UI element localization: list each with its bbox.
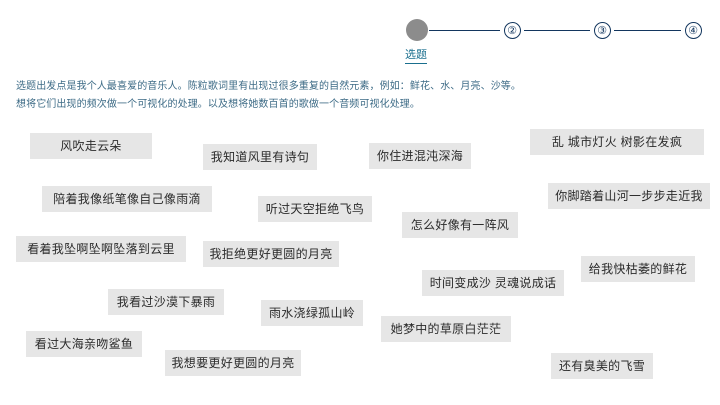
stepper-step-4[interactable]: ④: [681, 18, 705, 42]
lyric-chip[interactable]: 怎么好像有一阵风: [402, 212, 518, 238]
stepper-marker-2: ②: [503, 21, 521, 39]
lyric-chip[interactable]: 我看过沙漠下暴雨: [108, 289, 224, 315]
stepper-marker-3: ③: [593, 21, 611, 39]
lyric-chip[interactable]: 风吹走云朵: [30, 133, 152, 159]
stepper-connector-1: [427, 30, 500, 31]
lyric-chip[interactable]: 时间变成沙 灵魂说成话: [422, 270, 564, 296]
lyric-chip[interactable]: 你脚踏着山河一步步走近我: [548, 183, 710, 209]
lyric-chip[interactable]: 我拒绝更好更圆的月亮: [203, 241, 339, 267]
lyric-chip[interactable]: 给我快枯萎的鲜花: [581, 256, 695, 282]
stepper-step-2[interactable]: ②: [500, 18, 524, 42]
lyric-chip[interactable]: 乱 城市灯火 树影在发疯: [530, 129, 704, 155]
intro-line-2: 想将它们出现的频次做一个可视化的处理。以及想将她数百首的歌做一个音频可视化处理。: [16, 99, 420, 110]
intro-paragraph: 选题出发点是我个人最喜爱的音乐人。陈粒歌词里有出现过很多重复的自然元素，例如：鲜…: [16, 78, 521, 114]
stepper-step-3[interactable]: ③: [590, 18, 614, 42]
lyric-chip[interactable]: 我知道风里有诗句: [203, 144, 317, 170]
stepper-active-dot: [406, 19, 428, 41]
lyric-chip[interactable]: 雨水浇绿孤山岭: [261, 300, 363, 326]
stepper-marker-4: ④: [684, 21, 702, 39]
lyric-chip[interactable]: 她梦中的草原白茫茫: [381, 316, 511, 342]
lyric-chip[interactable]: 听过天空拒绝飞鸟: [258, 196, 372, 222]
lyric-chip[interactable]: 我想要更好更圆的月亮: [165, 350, 301, 376]
lyric-chip[interactable]: 看过大海亲吻鲨鱼: [26, 331, 142, 357]
progress-stepper: 选题 ② ③ ④: [405, 18, 705, 64]
lyric-chip[interactable]: 还有臭美的飞雪: [551, 353, 653, 379]
lyric-chip[interactable]: 你住进混沌深海: [369, 143, 471, 169]
stepper-connector-3: [612, 30, 681, 31]
stepper-step-1[interactable]: [405, 18, 429, 42]
stepper-label-1[interactable]: 选题: [405, 46, 427, 64]
lyric-chip[interactable]: 看着我坠啊坠啊坠落到云里: [16, 236, 186, 262]
stepper-connector-2: [522, 30, 590, 31]
intro-line-1: 选题出发点是我个人最喜爱的音乐人。陈粒歌词里有出现过很多重复的自然元素，例如：鲜…: [16, 81, 521, 92]
lyric-chip[interactable]: 陪着我像纸笔像自己像雨滴: [42, 186, 212, 212]
